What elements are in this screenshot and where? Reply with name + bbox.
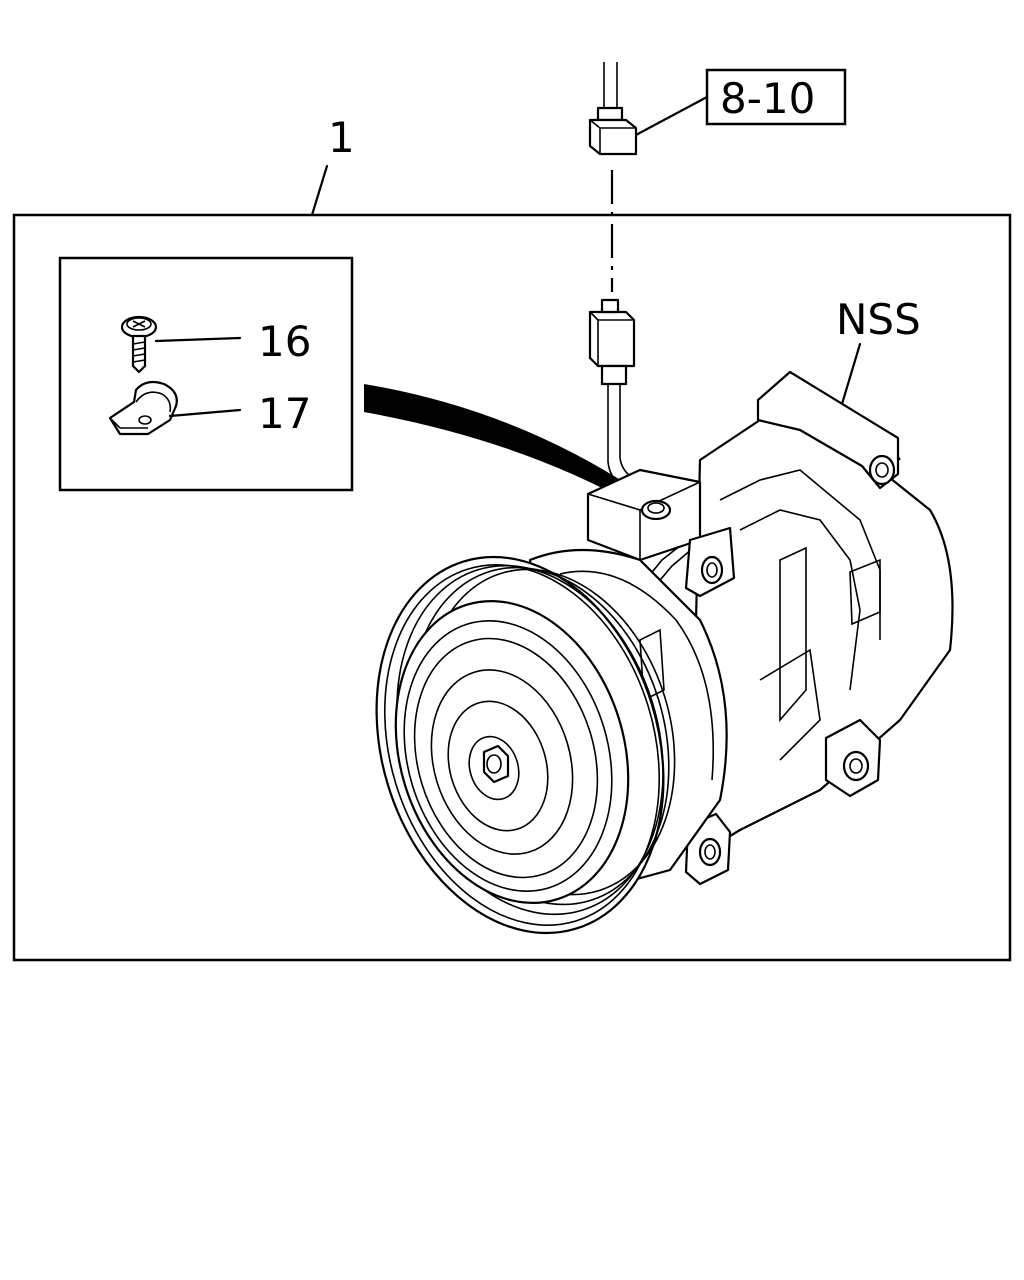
leader-assembly xyxy=(310,164,329,217)
assembly-frame xyxy=(12,213,1012,962)
leader-screw xyxy=(154,336,242,343)
compressor-icon xyxy=(375,370,954,935)
callout-assembly: 1 xyxy=(328,113,355,162)
leader-nss xyxy=(840,342,862,406)
screw-icon xyxy=(120,315,158,374)
detail-pointer xyxy=(364,384,648,508)
connector-icon xyxy=(588,62,638,156)
clip-icon xyxy=(108,380,178,436)
callout-clip: 17 xyxy=(258,389,311,438)
callout-nss: NSS xyxy=(836,295,921,344)
leader-connector-ref xyxy=(632,95,709,138)
detail-inset xyxy=(58,256,354,492)
callout-connector-ref: 8-10 xyxy=(720,74,815,123)
callout-screw: 16 xyxy=(258,317,311,366)
leader-clip xyxy=(168,408,242,418)
